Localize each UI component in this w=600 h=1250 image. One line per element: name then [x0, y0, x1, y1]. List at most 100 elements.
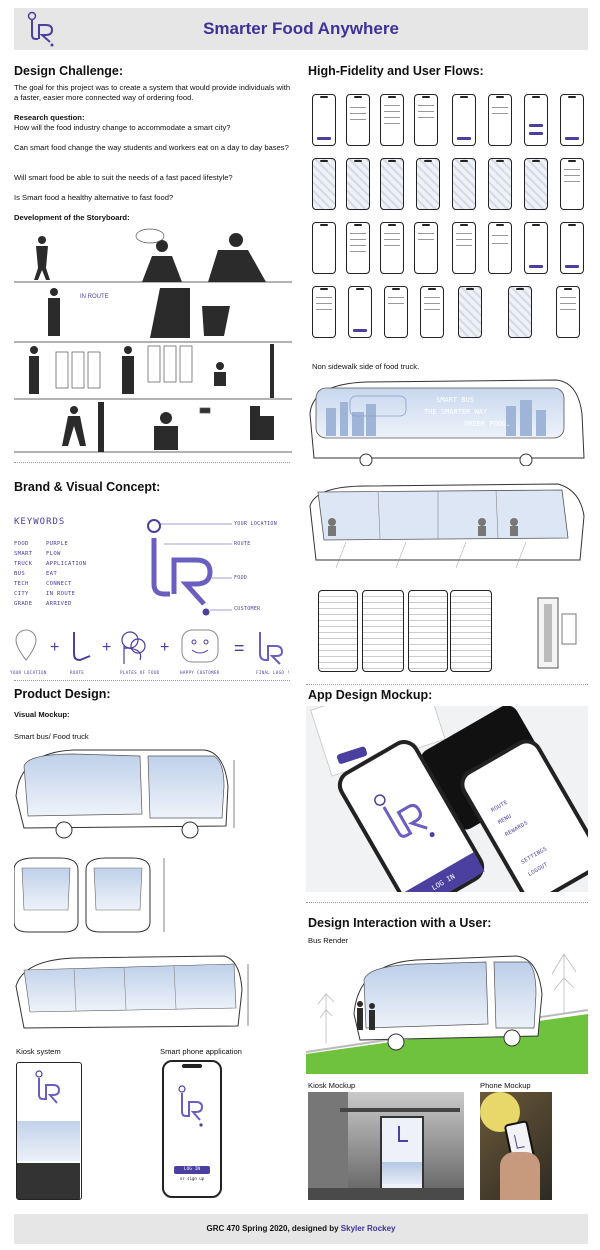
mockup-logo: [374, 794, 435, 838]
logo-equation: + + + =: [15, 629, 284, 665]
keyword: PURPLE: [46, 541, 69, 547]
logo-label-location: YOUR LOCATION: [234, 521, 278, 527]
mockup-menu-menu[interactable]: MENU: [497, 813, 513, 826]
interaction-heading: Design Interaction with a User:: [308, 916, 492, 930]
mockup-login-button[interactable]: LOG IN: [402, 852, 485, 892]
wireframe-phone: [348, 286, 372, 338]
map-phone: [312, 158, 336, 210]
menu-screen: [450, 590, 492, 672]
menu-screen: [362, 590, 404, 672]
kiosk-base: [17, 1163, 80, 1199]
product-heading: Product Design:: [14, 687, 111, 701]
divider-2: [306, 684, 588, 685]
footer-prefix: GRC 470 Spring 2020, designed by: [206, 1224, 341, 1233]
keyword: GRADE: [14, 601, 33, 607]
wireframe-phone: [488, 94, 512, 146]
wireframe-phone: [452, 222, 476, 274]
keyword: SMART: [14, 551, 33, 557]
equation-label: ROUTE: [70, 670, 85, 675]
keyword: EAT: [46, 571, 58, 577]
mockup-menu-logout[interactable]: LOGOUT: [527, 861, 550, 878]
research-question-label: Research question:: [14, 113, 85, 122]
research-question-2: Can smart food change the way students a…: [14, 143, 289, 152]
keyword: APPLICATION: [46, 561, 87, 567]
sidewalk: [308, 1188, 464, 1200]
footer-bar: GRC 470 Spring 2020, designed by Skyler …: [14, 1214, 588, 1244]
keywords-title: KEYWORDS: [14, 517, 66, 527]
wireframe-phone: [384, 286, 408, 338]
header-bar: Smarter Food Anywhere: [14, 8, 588, 50]
map-phone: [524, 158, 548, 210]
visual-mockup-label: Visual Mockup:: [14, 710, 70, 719]
equation-label: YOUR LOCATION: [10, 670, 47, 675]
wireframe-phone: [414, 222, 438, 274]
keyword: ARRIVED: [46, 601, 72, 607]
kiosk-skyline: [17, 1121, 80, 1161]
kiosk-display: [380, 1116, 424, 1192]
map-phone: [380, 158, 404, 210]
bus-technical-drawings: [14, 749, 249, 1029]
hand: [500, 1152, 540, 1200]
equation-label: PLATES OF FOOD: [120, 670, 160, 675]
bus-slogan-line-2: THE SMARTER WAY: [424, 408, 488, 416]
wireframe-phone: [560, 222, 584, 274]
design-challenge-intro: The goal for this project was to create …: [14, 83, 291, 102]
keyword: CITY: [14, 591, 29, 597]
phone-app-label: Smart phone application: [160, 1047, 242, 1056]
storyboard-label: Development of the Storyboard:: [14, 213, 130, 222]
keyword: IN ROUTE: [46, 591, 76, 597]
mockup-menu-route[interactable]: ROUTE: [490, 799, 510, 814]
menu-screen: [408, 590, 448, 672]
keyword: CONNECT: [46, 581, 72, 587]
keyword: BUS: [14, 571, 26, 577]
shelter-roof: [340, 1108, 460, 1112]
wireframe-phone: [420, 286, 444, 338]
wireframe-phone: [560, 94, 584, 146]
map-phone: [458, 286, 482, 338]
wireframe-phone: [414, 94, 438, 146]
hand-phone-logo: [514, 1133, 525, 1149]
menu-screen: [318, 590, 358, 672]
kiosk-label: Kiosk system: [16, 1047, 61, 1056]
map-phone: [488, 158, 512, 210]
logo-label-customer: CUSTOMER: [234, 606, 261, 612]
equation-label: HAPPY CUSTOMER: [180, 670, 220, 675]
map-phone: [452, 158, 476, 210]
equation-label: FINAL LOGO !: [256, 670, 290, 675]
kiosk-display-logo: [398, 1126, 408, 1142]
divider-1: [14, 462, 290, 463]
wireframe-phone: [556, 286, 580, 338]
map-phone: [346, 158, 370, 210]
research-question-1: How will the food industry change to acc…: [14, 123, 231, 132]
wireframe-phone: [524, 94, 548, 146]
kiosk-render: [16, 1062, 82, 1200]
food-truck-side-render: SMART BUS THE SMARTER WAY ORDER FOOD.: [309, 379, 585, 466]
menu-screens-row: [318, 590, 588, 676]
keyword: TRUCK: [14, 561, 33, 567]
phone-mockup-label: Phone Mockup: [480, 1081, 531, 1090]
storyboard-illustration: IN ROUTE: [14, 228, 292, 453]
wireframe-phone: [380, 222, 404, 274]
logo-label-food: FOOD: [234, 575, 248, 581]
brand-logo-diagram: [147, 519, 232, 616]
mockup-menu-rewards[interactable]: REWARDS: [504, 820, 530, 839]
design-challenge-heading: Design Challenge:: [14, 64, 124, 78]
divider-3: [14, 680, 290, 681]
food-truck-interior-render: [309, 483, 585, 568]
wireframe-phone: [524, 222, 548, 274]
wireframe-phone: [312, 286, 336, 338]
map-phone: [508, 286, 532, 338]
wireframe-phone: [346, 94, 370, 146]
kiosk-display-skyline: [382, 1162, 422, 1184]
kiosk-logo: [35, 1070, 61, 1104]
svg-text:=: =: [234, 638, 245, 658]
inroute-logo: [27, 11, 54, 47]
footer-designer: Skyler Rockey: [340, 1224, 396, 1233]
phone-login-button[interactable]: LOG IN: [174, 1166, 210, 1174]
app-mockup-photo: LOG IN ROUTE MENU REWARDS SETTINGS LOGOU…: [306, 706, 588, 892]
research-question-4: Is Smart food a healthy alternative to f…: [14, 193, 174, 202]
bus-render-label: Bus Render: [308, 936, 349, 945]
phone-signup-link[interactable]: or sign up: [179, 1176, 205, 1181]
phone-app-render: LOG IN or sign up: [162, 1060, 222, 1198]
storyboard-logo-text: IN ROUTE: [80, 294, 109, 300]
